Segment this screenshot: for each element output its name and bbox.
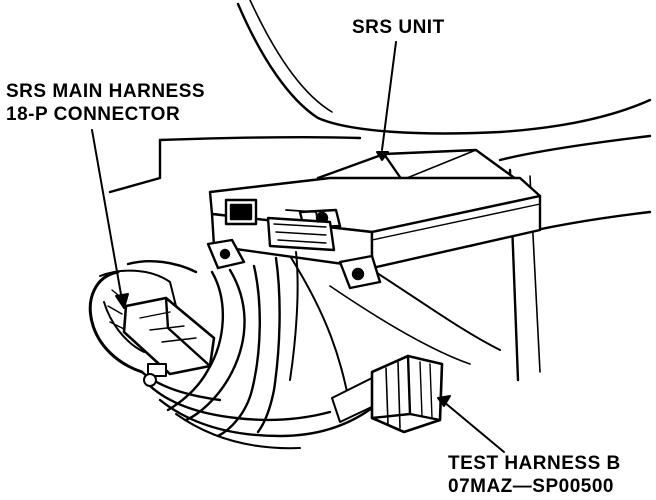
test-harness-arrow bbox=[443, 401, 505, 453]
test-harness-label-line2: 07MAZ—SP00500 bbox=[448, 476, 614, 497]
main-harness-label-line1: SRS MAIN HARNESS bbox=[6, 81, 206, 102]
srs-unit-arrow bbox=[381, 41, 397, 151]
srs-unit-label: SRS UNIT bbox=[352, 16, 445, 39]
main-harness-label-line2: 18-P CONNECTOR bbox=[6, 104, 181, 125]
leader-arrows bbox=[91, 41, 505, 453]
test-harness-b-connector bbox=[331, 354, 444, 434]
srs-unit-label-text: SRS UNIT bbox=[352, 17, 445, 38]
main-harness-label: SRS MAIN HARNESS 18-P CONNECTOR bbox=[6, 80, 205, 126]
main-harness-arrow bbox=[91, 129, 123, 301]
test-harness-label: TEST HARNESS B 07MAZ—SP00500 bbox=[448, 452, 621, 498]
test-harness-label-line1: TEST HARNESS B bbox=[448, 453, 621, 474]
srs-unit-box bbox=[206, 148, 542, 290]
srs-main-harness-bundle bbox=[88, 251, 374, 450]
